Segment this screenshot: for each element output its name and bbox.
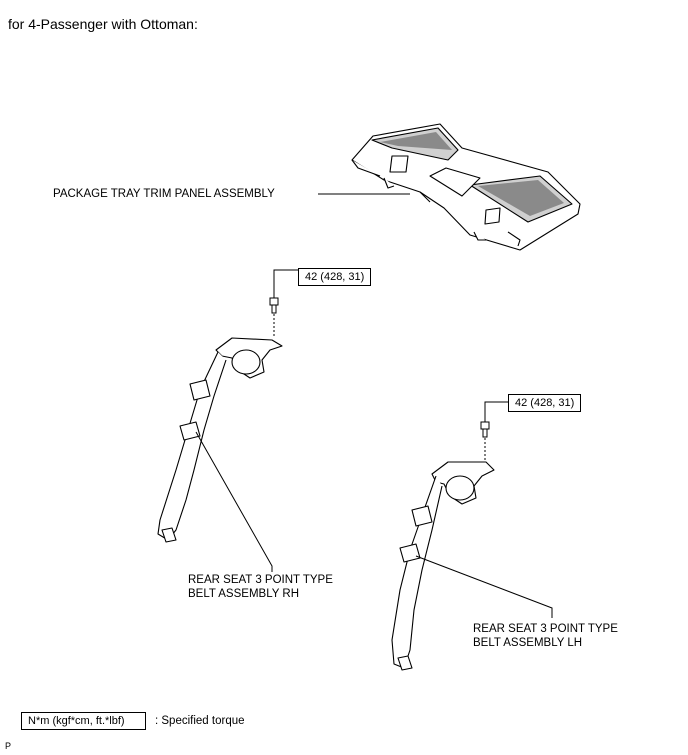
- bolt-lh-drawing: [480, 401, 508, 460]
- legend-description: : Specified torque: [155, 715, 245, 727]
- seat-belt-rh-drawing: [157, 337, 283, 543]
- torque-box-rh: 42 (428, 31): [298, 268, 372, 286]
- seat-belt-lh-drawing: [391, 461, 495, 671]
- belt-rh-leader-line: [195, 431, 273, 572]
- torque-box-lh: 42 (428, 31): [508, 394, 582, 412]
- belt-lh-leader-line: [415, 555, 553, 618]
- belt-rh-label-line2: BELT ASSEMBLY RH: [188, 588, 300, 600]
- page-title: for 4-Passenger with Ottoman:: [8, 16, 198, 32]
- belt-lh-label-line1: REAR SEAT 3 POINT TYPE: [473, 623, 618, 635]
- bolt-rh-drawing: [269, 269, 298, 338]
- footer-mark: P: [5, 741, 12, 751]
- belt-lh-label-line2: BELT ASSEMBLY LH: [473, 637, 583, 649]
- belt-rh-label-line1: REAR SEAT 3 POINT TYPE: [188, 574, 333, 586]
- legend-unit-box: N*m (kgf*cm, ft.*lbf): [21, 712, 146, 730]
- package-tray-label: PACKAGE TRAY TRIM PANEL ASSEMBLY: [53, 188, 275, 200]
- package-tray-panel-drawing: [351, 123, 581, 251]
